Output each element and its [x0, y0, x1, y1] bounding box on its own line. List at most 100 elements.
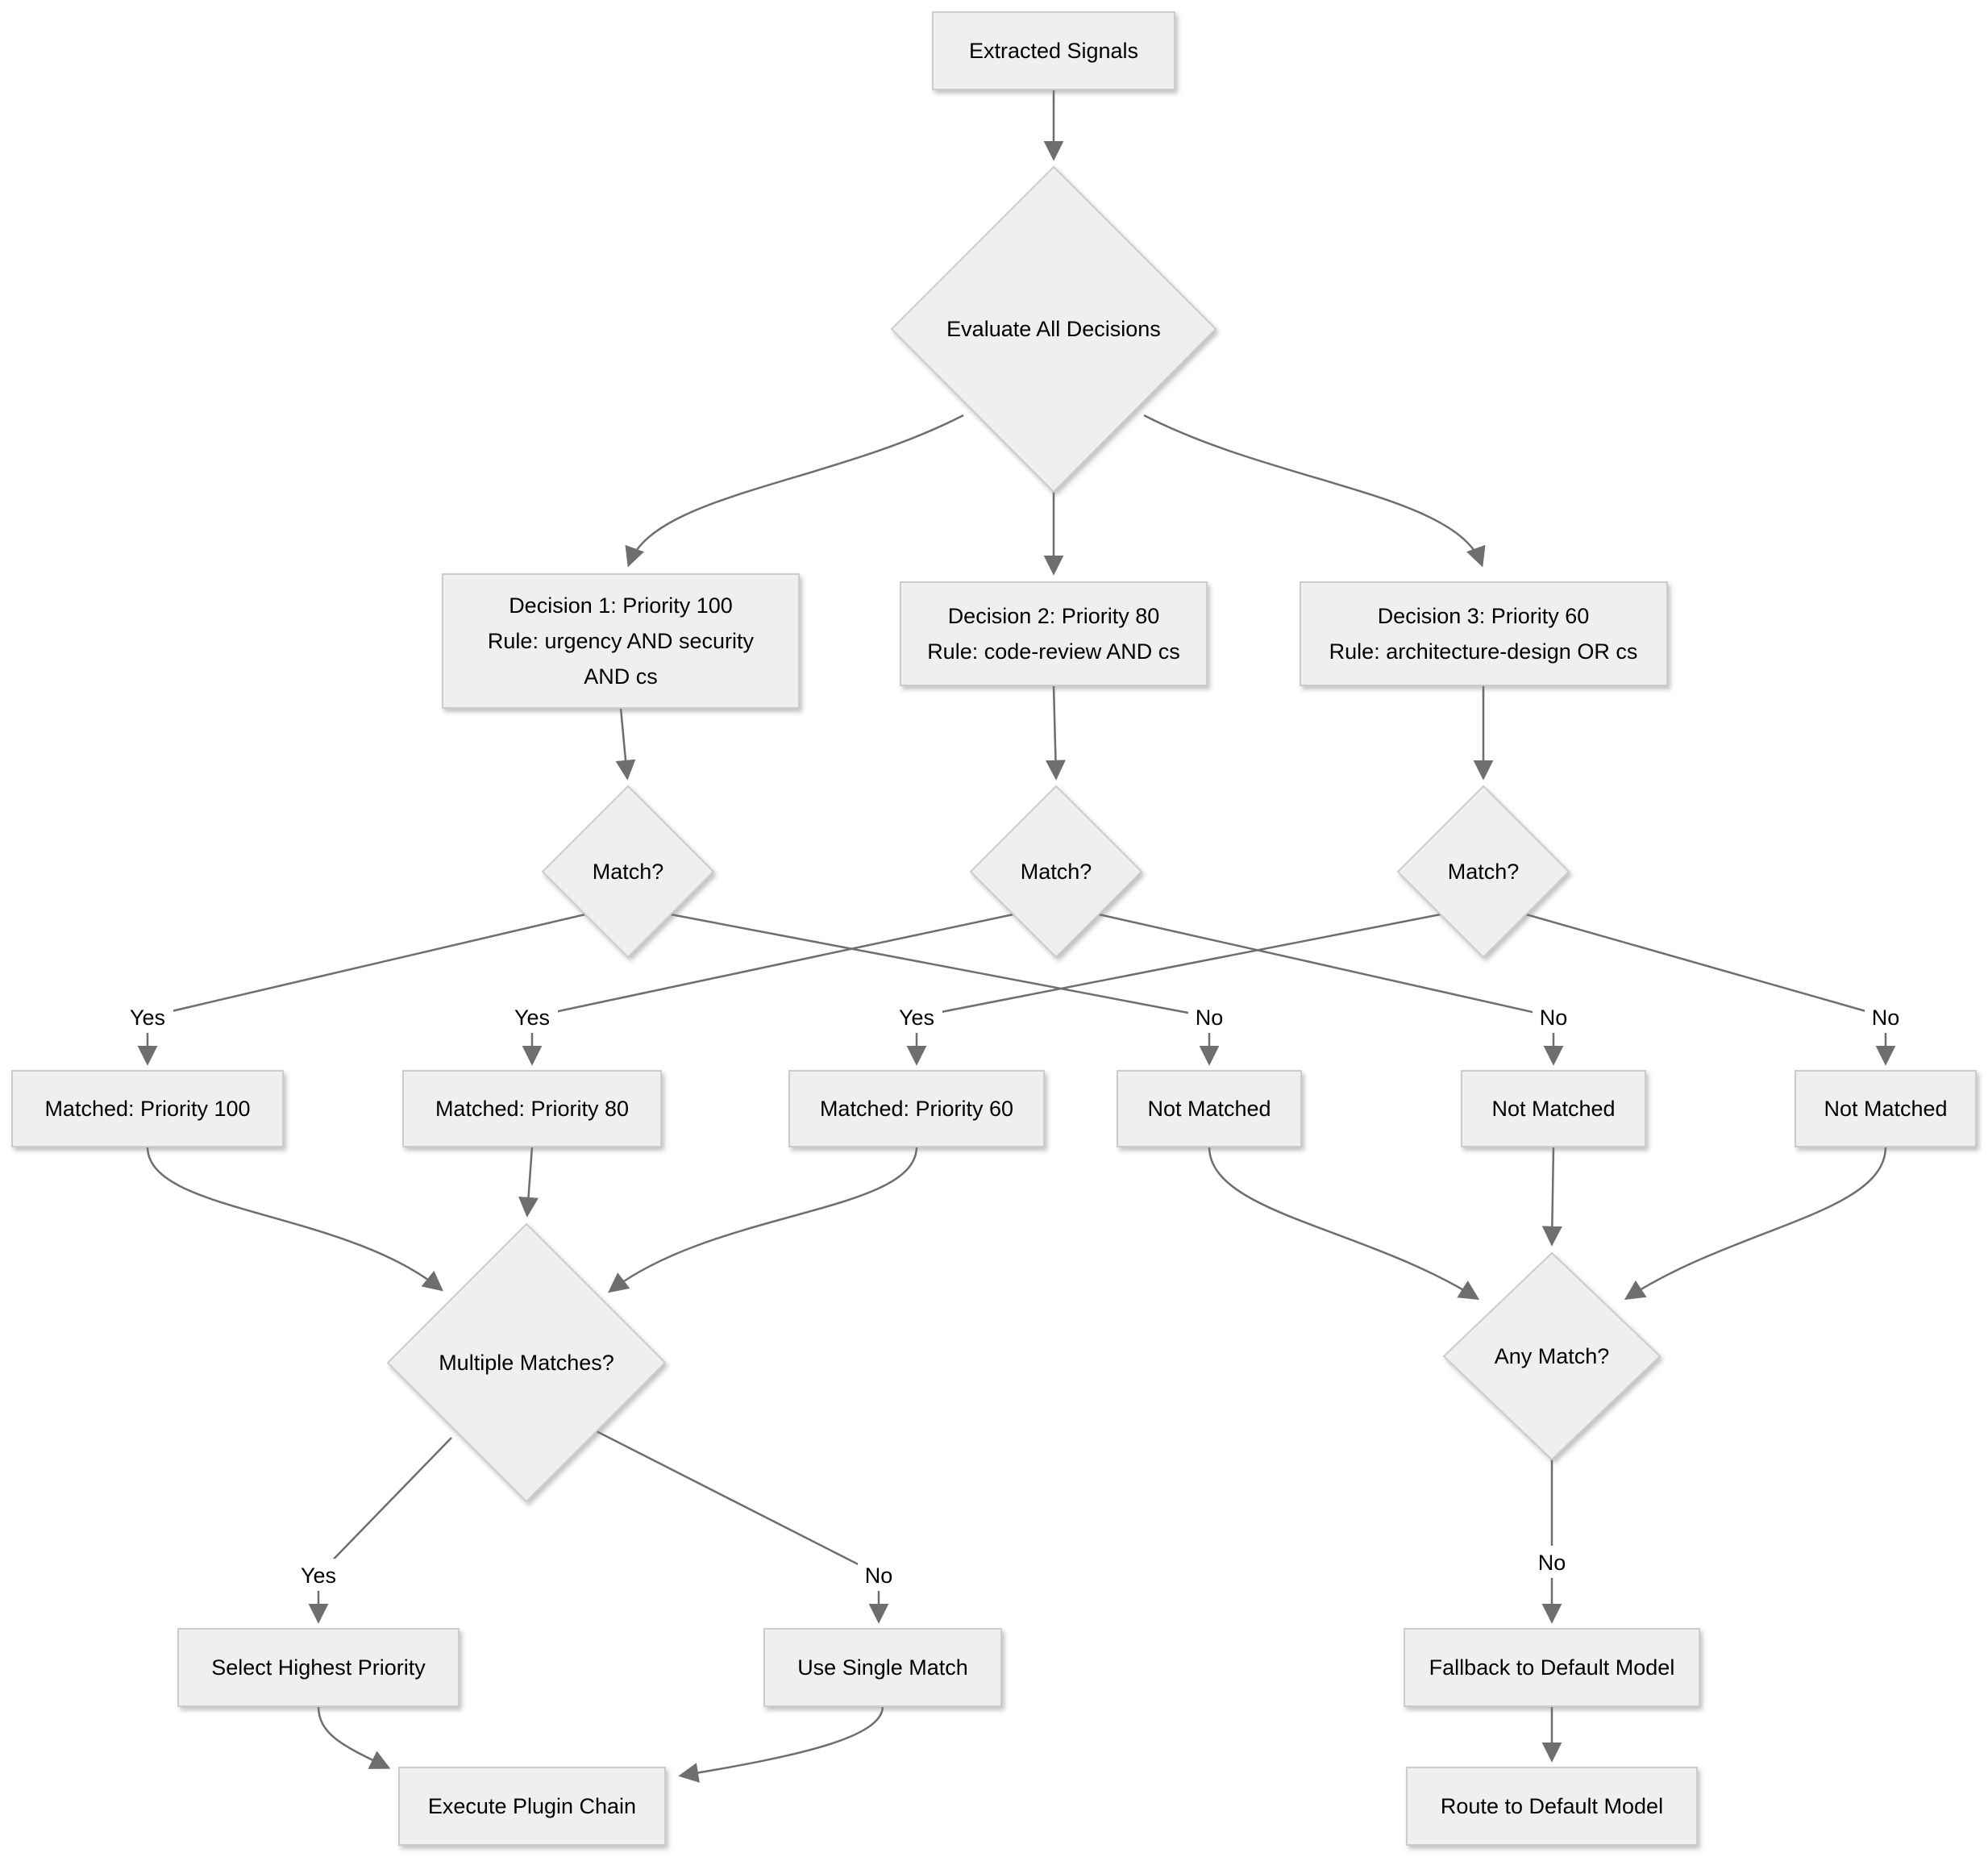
node-label: Extracted Signals [969, 39, 1138, 63]
node-match-2: Match? [969, 785, 1143, 959]
edge-multiple-yes [308, 1437, 452, 1624]
edge-match3-yes [906, 913, 1441, 1066]
edge-label-yes-3: Yes [891, 1001, 942, 1033]
node-box [763, 1628, 1002, 1707]
node-use-single-match: Use Single Match [763, 1628, 1002, 1707]
edge-evaluate-to-decision1 [625, 414, 964, 568]
node-box [932, 11, 1175, 90]
node-matched-priority-100: Matched: Priority 100 [11, 1070, 284, 1147]
edge-label-text: Yes [301, 1563, 336, 1588]
edge-matched100-to-multiple [146, 1146, 443, 1292]
node-any-match: Any Match? [1442, 1251, 1662, 1461]
edge-label-text: No [1540, 1006, 1568, 1030]
node-evaluate-all-decisions: Evaluate All Decisions [890, 165, 1217, 493]
node-label-line: Rule: code-review AND cs [927, 639, 1180, 664]
node-label-line: Rule: urgency AND security [488, 629, 755, 653]
node-matched-priority-80: Matched: Priority 80 [402, 1070, 662, 1147]
node-not-matched-3: Not Matched [1795, 1070, 1977, 1147]
edge-notmatched1-to-any [1208, 1146, 1480, 1301]
node-box [1795, 1070, 1977, 1147]
edge-label-bg [122, 1001, 173, 1033]
node-not-matched-1: Not Matched [1117, 1070, 1302, 1147]
node-multiple-matches: Multiple Matches? [386, 1222, 667, 1503]
edge-single-to-execute [678, 1705, 884, 1783]
edge-label-text: Yes [514, 1006, 550, 1030]
node-box [398, 1767, 666, 1846]
node-label: Execute Plugin Chain [428, 1794, 636, 1818]
edge-multiple-no [593, 1428, 889, 1624]
edge-label-no-3: No [1865, 1001, 1907, 1033]
node-box [442, 573, 800, 709]
edge-label-bg [891, 1001, 942, 1033]
node-label: Fallback to Default Model [1429, 1655, 1675, 1680]
edge-label-bg [506, 1001, 558, 1033]
node-box [1300, 581, 1668, 686]
edge-label-no-2: No [1533, 1001, 1574, 1033]
node-box [788, 1070, 1045, 1147]
node-label-line: Decision 3: Priority 60 [1378, 604, 1590, 628]
node-label: Evaluate All Decisions [946, 317, 1161, 341]
edge-label-yes-2: Yes [506, 1001, 558, 1033]
node-box [1117, 1070, 1302, 1147]
edge-label-yes-1: Yes [122, 1001, 173, 1033]
node-label-line: AND cs [584, 664, 658, 689]
edge-match3-no [1525, 913, 1896, 1066]
decision-diamond [541, 785, 715, 959]
edge-label-text: No [1872, 1006, 1900, 1030]
edge-matched80-to-multiple [518, 1146, 539, 1218]
node-label-line: Decision 2: Priority 80 [948, 604, 1160, 628]
edge-label-no-1: No [1188, 1001, 1230, 1033]
node-box [177, 1628, 460, 1707]
node-select-highest-priority: Select Highest Priority [177, 1628, 460, 1707]
decision-diamond [890, 165, 1217, 493]
edge-match2-yes [522, 913, 1014, 1066]
edge-label-text: Yes [899, 1006, 934, 1030]
node-label: Not Matched [1824, 1097, 1947, 1121]
node-decision-1: Decision 1: Priority 100 Rule: urgency A… [442, 573, 800, 709]
node-label-line: Decision 1: Priority 100 [509, 593, 733, 618]
edge-label-bg [1188, 1001, 1230, 1033]
decision-diamond [1442, 1251, 1662, 1461]
edge-label-multiple-no: No [858, 1559, 900, 1591]
edge-label-text: No [1538, 1551, 1566, 1575]
edge-match1-yes [137, 913, 586, 1066]
node-label: Use Single Match [797, 1655, 968, 1680]
edge-labels: Yes Yes Yes No No No Yes No [122, 1001, 1907, 1591]
edge-matched60-to-multiple [608, 1146, 918, 1293]
edge-label-text: Yes [130, 1006, 165, 1030]
node-box [402, 1070, 662, 1147]
node-label-line: Rule: architecture-design OR cs [1329, 639, 1638, 664]
edge-notmatched3-to-any [1624, 1146, 1887, 1301]
edge-label-any-no: No [1531, 1546, 1573, 1578]
node-label: Select Highest Priority [211, 1655, 426, 1680]
edge-label-text: No [865, 1563, 893, 1588]
node-execute-plugin-chain: Execute Plugin Chain [398, 1767, 666, 1846]
node-match-3: Match? [1396, 785, 1570, 959]
node-match-1: Match? [541, 785, 715, 959]
node-label: Not Matched [1491, 1097, 1615, 1121]
edge-notmatched2-to-any [1541, 1146, 1562, 1247]
node-label: Match? [593, 860, 664, 884]
edge-decision2-to-match2 [1045, 685, 1066, 781]
node-decision-3: Decision 3: Priority 60 Rule: architectu… [1300, 581, 1668, 686]
node-route-to-default-model: Route to Default Model [1406, 1767, 1698, 1846]
edge-label-bg [293, 1559, 344, 1591]
edge-label-bg [1865, 1001, 1907, 1033]
node-label: Match? [1021, 860, 1092, 884]
decision-diamond [969, 785, 1143, 959]
edge-label-bg [858, 1559, 900, 1591]
node-label: Any Match? [1495, 1344, 1610, 1368]
node-label: Matched: Priority 80 [435, 1097, 629, 1121]
node-decision-2: Decision 2: Priority 80 Rule: code-revie… [900, 581, 1208, 686]
edge-decision1-to-match1 [615, 707, 636, 781]
node-box [1404, 1628, 1700, 1707]
edge-label-text: No [1196, 1006, 1224, 1030]
edge-label-bg [1533, 1001, 1574, 1033]
decision-diamond [386, 1222, 667, 1503]
nodes: Extracted Signals Evaluate All Decisions… [11, 11, 1977, 1846]
node-label: Multiple Matches? [439, 1351, 614, 1375]
edge-evaluate-to-decision3 [1143, 414, 1486, 568]
node-matched-priority-60: Matched: Priority 60 [788, 1070, 1045, 1147]
